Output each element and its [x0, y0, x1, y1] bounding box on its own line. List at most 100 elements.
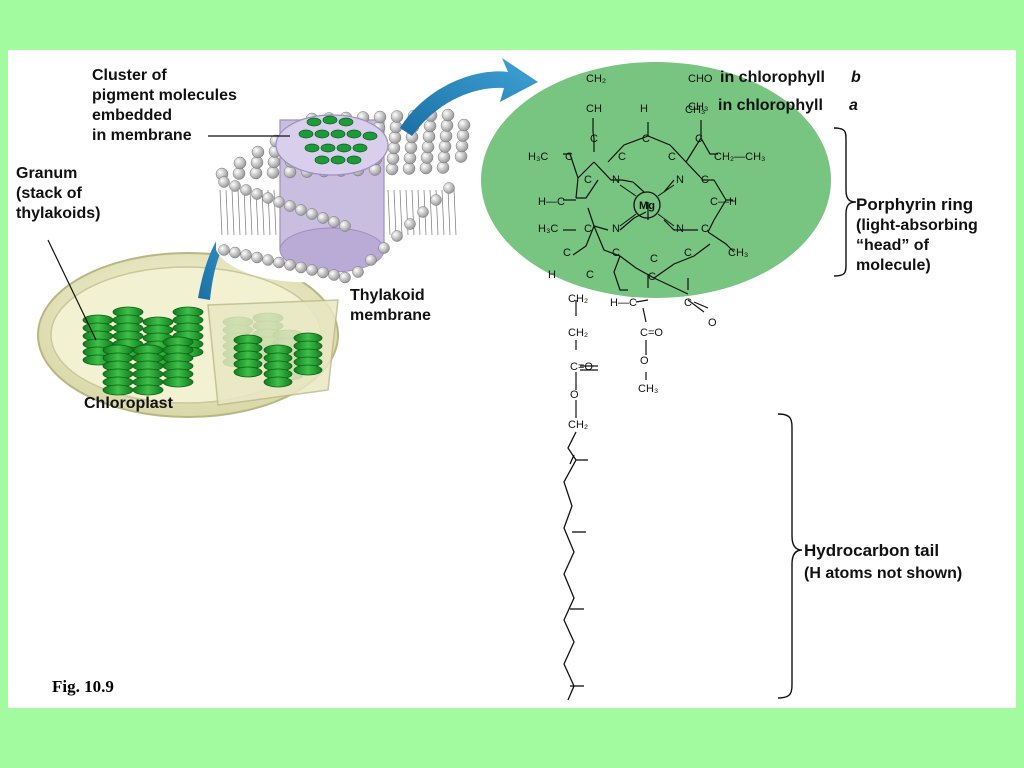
pigment-molecule [362, 131, 378, 141]
porphyrin-label-line-2: (light-absorbing [856, 217, 978, 234]
atom-o-ester-2: O [570, 389, 579, 401]
thylakoid-disc [132, 384, 164, 396]
thylakoid-disc [293, 364, 323, 376]
figure-label: Fig. 10.9 [52, 677, 114, 696]
atom-h3c-1: H₃C [528, 151, 548, 163]
pigment-molecule [314, 129, 330, 139]
atom-c-8: C [701, 174, 709, 186]
granum-label-line-3: thylakoids) [16, 205, 100, 222]
phospholipid-head [339, 220, 351, 232]
phospholipid-head [387, 141, 401, 155]
granum-label: Granum (stack of thylakoids) [16, 165, 100, 222]
pigment-molecule [298, 129, 314, 139]
phospholipid-head [249, 166, 263, 180]
pigment-molecules [298, 115, 378, 165]
pigment-molecule [352, 143, 368, 153]
atom-c-7: C [584, 174, 592, 186]
atom-c-16: C [648, 271, 656, 283]
atom-c-eq-o-2: C=O [570, 361, 593, 373]
phospholipid-head [404, 218, 416, 230]
lipid-tail [249, 189, 253, 236]
arrow-to-chlorophyll [400, 58, 538, 136]
phospholipid-head [457, 118, 471, 132]
atom-c-13: C [650, 253, 658, 265]
phospholipid-head [430, 194, 442, 206]
chlorophyll-b-letter: b [851, 69, 861, 86]
phospholipid-head [250, 156, 264, 169]
phospholipid-head [386, 152, 400, 165]
phospholipid-head [422, 130, 436, 143]
porphyrin-label-line-4: molecule) [856, 257, 931, 274]
cluster-label-line-2: pigment molecules [92, 87, 237, 104]
thylakoid-disc [162, 376, 194, 388]
cluster-label-line-3: embedded [92, 107, 172, 124]
phospholipid-head [317, 266, 329, 279]
porphyrin-head-circle [481, 62, 831, 298]
phospholipid-head [352, 266, 364, 278]
granum-leader-line [47, 239, 97, 341]
atom-c-9: C [584, 223, 592, 235]
phospholipid-head [404, 141, 418, 154]
hydrocarbon-label-line-2: (H atoms not shown) [804, 565, 962, 582]
pigment-molecule [306, 117, 322, 127]
thylakoid-label-line-2: membrane [350, 307, 431, 324]
phospholipid-head [240, 249, 252, 261]
cluster-label-line-1: Cluster of [92, 67, 167, 84]
chloroplast-illustration [37, 252, 339, 418]
phospholipid-head [266, 166, 280, 179]
phospholipid-head [306, 208, 318, 220]
chlorophyll-b-note: CHO in chlorophyll b [688, 69, 861, 86]
phospholipid-head [218, 244, 230, 256]
phospholipid-head [240, 184, 252, 196]
lipid-tail [441, 189, 445, 236]
thylakoid-disc [263, 376, 293, 388]
chlorophyll-a-letter: a [849, 97, 858, 114]
pigment-molecule [320, 143, 336, 153]
phospholipid-head [420, 151, 434, 164]
lipid-tail [393, 189, 397, 236]
diagram-slide: CH₂ CH H CH₃ C C C H₃C C C C CH₂—CH₃ C N… [8, 50, 1016, 708]
phospholipid-head [229, 180, 241, 192]
atom-ch2-ch3: CH₂—CH₃ [714, 151, 766, 163]
phospholipid-head [436, 161, 450, 174]
phospholipid-head [403, 151, 417, 165]
atom-c-10: C [701, 223, 709, 235]
chlorophyll-b-text: in chlorophyll [720, 69, 825, 86]
atom-n-2: N [676, 174, 684, 186]
phospholipid-head [273, 256, 285, 269]
pigment-molecule [330, 155, 346, 165]
cluster-label: Cluster of pigment molecules embedded in… [92, 67, 237, 144]
hydrocarbon-tail [563, 431, 577, 701]
atom-h-c-bottom: H—C [610, 297, 637, 309]
lipid-tail [387, 189, 391, 236]
side-chain-atoms: CH₂ H—C C O CH₂ C=O O C=O CH₃ O CH₂ [568, 293, 717, 431]
chlorophyll-structure [563, 118, 735, 418]
atom-h3c-2: H₃C [538, 223, 558, 235]
phospholipid-head [440, 119, 454, 132]
thylakoid-disc [233, 366, 263, 378]
atom-c-5: C [618, 151, 626, 163]
phospholipid-head [284, 259, 296, 271]
atom-ch: CH [586, 103, 602, 115]
phospholipid-head [456, 129, 470, 142]
phospholipid-head [454, 150, 468, 163]
lipid-tail [399, 189, 403, 236]
atom-c-ketone: C [684, 297, 692, 309]
atom-ch3-right: CH₃ [728, 247, 748, 259]
phospholipid-head [262, 192, 274, 204]
atom-c-12: C [612, 247, 620, 259]
chlorophyll-a-group: CH₃ [688, 101, 708, 113]
pigment-molecule [330, 129, 346, 139]
thylakoid-membrane-label: Thylakoid membrane [350, 287, 431, 324]
chlorophyll-b-group: CHO [688, 73, 713, 85]
phospholipid-head [229, 246, 241, 259]
lipid-tail [273, 189, 277, 236]
pigment-molecule [322, 115, 338, 125]
phospholipid-head [328, 269, 340, 281]
hydrocarbon-tail-label: Hydrocarbon tail (H atoms not shown) [804, 541, 962, 582]
phospholipid-head [251, 188, 263, 200]
phospholipid-head [443, 182, 455, 194]
phospholipid-head [233, 156, 247, 170]
phospholipid-head [389, 120, 403, 134]
porphyrin-label-title: Porphyrin ring [856, 195, 973, 214]
